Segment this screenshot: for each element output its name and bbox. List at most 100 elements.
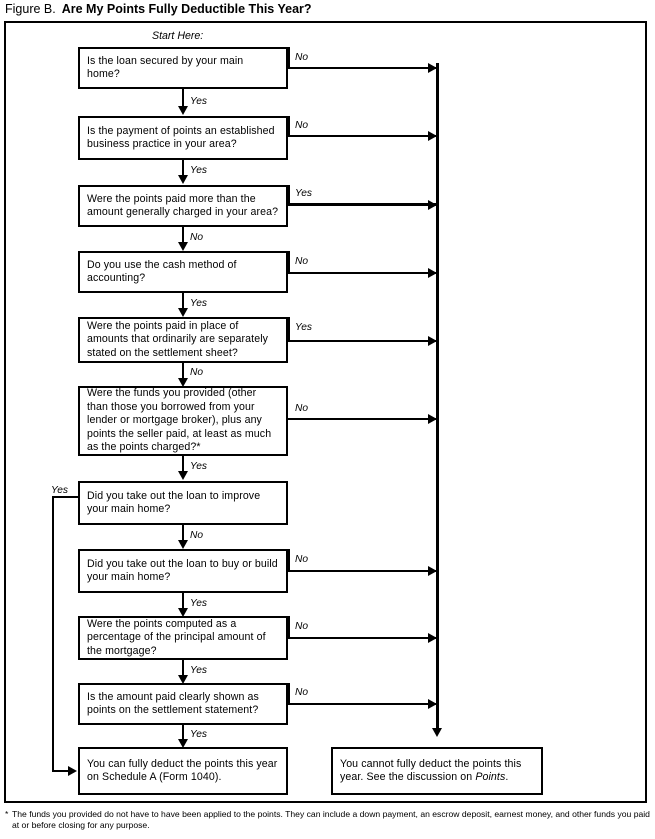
edge-q2-yes-arrowhead — [178, 175, 188, 184]
edge-q6-no-line — [288, 418, 436, 420]
question-box-8[interactable]: Did you take out the loan to buy or buil… — [78, 549, 288, 593]
question-box-1[interactable]: Is the loan secured by your main home? — [78, 47, 288, 89]
edge-q8-no-line — [288, 570, 436, 572]
edge-q3-yes-arrowhead — [428, 200, 437, 210]
edge-q2-yes-line — [182, 160, 184, 180]
edge-label-q6-yes: Yes — [190, 461, 207, 472]
edge-label-q5-yes: Yes — [295, 322, 312, 333]
edge-label-q10-yes: Yes — [190, 729, 207, 740]
question-box-2-text: Is the payment of points an established … — [87, 124, 275, 151]
footnote: * The funds you provided do not have to … — [5, 809, 650, 831]
edge-q4-no-line — [288, 272, 436, 274]
edge-q6-yes-arrowhead — [178, 471, 188, 480]
question-box-9[interactable]: Were the points computed as a percentage… — [78, 616, 288, 660]
edge-q2-no-stub — [288, 116, 290, 136]
edge-q7-yes-line-h — [52, 496, 80, 498]
terminal-box-cannot-deduct[interactable]: You cannot fully deduct the points this … — [331, 747, 543, 795]
footnote-marker: * — [5, 809, 9, 819]
edge-q5-yes-arrowhead — [428, 336, 437, 346]
edge-q5-yes-stub — [288, 317, 290, 341]
no-branch-spine-arrowhead — [432, 728, 442, 737]
edge-q4-no-arrowhead — [428, 268, 437, 278]
edge-label-q8-no: No — [295, 554, 309, 565]
question-box-7-text: Did you take out the loan to improve you… — [87, 489, 261, 516]
edge-label-q8-yes: Yes — [190, 598, 207, 609]
edge-label-q10-no: No — [295, 687, 309, 698]
edge-q8-no-arrowhead — [428, 566, 437, 576]
edge-q9-no-stub — [288, 616, 290, 638]
edge-q9-yes-line — [182, 660, 184, 680]
edge-label-q2-no: No — [295, 120, 309, 131]
edge-label-q7-yes: Yes — [51, 485, 68, 496]
edge-q9-yes-arrowhead — [178, 675, 188, 684]
terminal-box-cannot-deduct-text: You cannot fully deduct the points this … — [340, 758, 534, 785]
edge-q3-yes-line — [288, 203, 436, 206]
edge-label-q1-yes: Yes — [190, 96, 207, 107]
figure-label: Figure B. — [5, 2, 56, 16]
edge-q1-yes-line — [182, 89, 184, 110]
question-box-9-text: Were the points computed as a percentage… — [87, 617, 266, 657]
edge-q10-no-arrowhead — [428, 699, 437, 709]
question-box-5[interactable]: Were the points paid in place of amounts… — [78, 317, 288, 363]
question-box-3[interactable]: Were the points paid more than the amoun… — [78, 185, 288, 227]
edge-q9-no-arrowhead — [428, 633, 437, 643]
edge-q9-no-line — [288, 637, 436, 639]
figure-headline: Are My Points Fully Deductible This Year… — [61, 2, 312, 16]
edge-q10-no-stub — [288, 683, 290, 704]
footnote-text: The funds you provided do not have to ha… — [12, 809, 650, 830]
edge-q1-no-stub — [288, 47, 290, 68]
edge-label-q3-no: No — [190, 232, 204, 243]
terminal-cannot-deduct-emphasis: Points — [475, 771, 506, 783]
edge-q8-yes-arrowhead — [178, 608, 188, 617]
edge-q1-no-line — [288, 67, 436, 69]
terminal-cannot-deduct-lead: You cannot fully deduct the points this … — [340, 757, 522, 784]
edge-label-q3-yes: Yes — [295, 188, 312, 199]
question-box-10-text: Is the amount paid clearly shown as poin… — [87, 690, 259, 717]
edge-q6-no-arrowhead — [428, 414, 437, 424]
figure-title: Figure B. Are My Points Fully Deductible … — [5, 2, 312, 16]
edge-q1-no-arrowhead — [428, 63, 437, 73]
question-box-5-text: Were the points paid in place of amounts… — [87, 319, 269, 359]
edge-label-q9-yes: Yes — [190, 665, 207, 676]
question-box-10[interactable]: Is the amount paid clearly shown as poin… — [78, 683, 288, 725]
edge-label-q4-no: No — [295, 256, 309, 267]
question-box-4-text: Do you use the cash method of accounting… — [87, 258, 237, 285]
edge-q4-yes-arrowhead — [178, 308, 188, 317]
edge-q7-yes-line-v — [52, 496, 54, 771]
edge-q6-yes-line — [182, 456, 184, 476]
edge-q4-yes-line — [182, 293, 184, 313]
question-box-6-text: Were the funds you provided (other than … — [87, 387, 272, 454]
edge-q7-yes-line-h2 — [52, 770, 70, 772]
edge-label-q9-no: No — [295, 621, 309, 632]
edge-q1-yes-arrowhead — [178, 106, 188, 115]
question-box-2[interactable]: Is the payment of points an established … — [78, 116, 288, 160]
question-box-1-text: Is the loan secured by your main home? — [87, 54, 244, 81]
edge-q8-yes-line — [182, 593, 184, 613]
edge-q10-no-line — [288, 703, 436, 705]
edge-q10-yes-line — [182, 725, 184, 745]
terminal-cannot-deduct-tail: . — [505, 771, 509, 783]
edge-q5-no-line — [182, 363, 184, 383]
question-box-6[interactable]: Were the funds you provided (other than … — [78, 386, 288, 456]
question-box-4[interactable]: Do you use the cash method of accounting… — [78, 251, 288, 293]
terminal-box-can-deduct-text: You can fully deduct the points this yea… — [87, 757, 278, 784]
edge-q2-no-arrowhead — [428, 131, 437, 141]
edge-q7-no-arrowhead — [178, 540, 188, 549]
edge-q3-no-arrowhead — [178, 242, 188, 251]
no-branch-spine — [436, 63, 439, 728]
edge-label-q2-yes: Yes — [190, 165, 207, 176]
edge-q8-no-stub — [288, 549, 290, 571]
edge-q10-yes-arrowhead — [178, 739, 188, 748]
terminal-box-can-deduct[interactable]: You can fully deduct the points this yea… — [78, 747, 288, 795]
edge-label-q4-yes: Yes — [190, 298, 207, 309]
question-box-3-text: Were the points paid more than the amoun… — [87, 192, 279, 219]
start-here-label: Start Here: — [152, 30, 204, 42]
question-box-7[interactable]: Did you take out the loan to improve you… — [78, 481, 288, 525]
edge-label-q7-no: No — [190, 530, 204, 541]
edge-label-q6-no: No — [295, 403, 309, 414]
edge-q7-no-line — [182, 525, 184, 545]
edge-q7-yes-arrowhead — [68, 766, 77, 776]
edge-q5-yes-line — [288, 340, 436, 342]
